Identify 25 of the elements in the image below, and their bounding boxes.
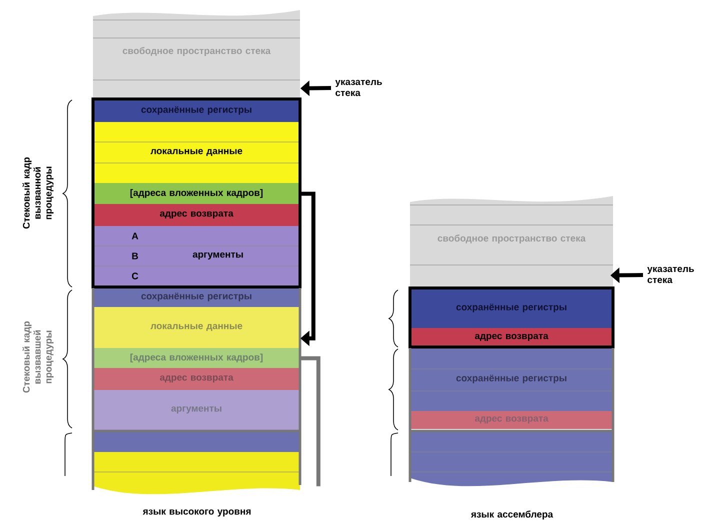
side-label: язык высокого уровня [142,509,251,517]
stack-cell: сохранённые регистры [410,288,613,328]
stack-cell: сохранённые регистры [93,99,300,122]
stack-cell: свободное пространство стека [92,10,300,99]
stack-cell: адрес возврата [93,204,300,226]
stack-cell: локальные данные [92,122,300,183]
stack-cell: свободное пространство стека [410,196,614,288]
stack-cell: аргументы [93,390,300,430]
arrow [300,192,316,346]
stack-band [92,452,300,494]
stack-cell: [адреса вложенных кадров] [93,348,300,368]
stack-band [410,432,614,486]
pointer-label: указатель стека [647,266,694,284]
stack-cell: [адреса вложенных кадров] [93,183,300,204]
pointer-label: указатель стека [335,80,382,96]
side-label: Стековый кадр вызвавшей процедуры [22,321,54,393]
stack-cell: адрес возврата [410,411,613,429]
stack-cell: локальные данные [93,307,300,348]
side-label: язык ассемблера [470,510,554,520]
stack-cell: A B аргументы C [92,226,300,287]
connector-line [300,356,320,486]
side-label: Стековый кадр вызванной процедуры [22,157,54,229]
stack-cell: сохранённые регистры [410,347,614,411]
stack-cell: адрес возврата [93,368,300,390]
stack-band [93,432,300,452]
